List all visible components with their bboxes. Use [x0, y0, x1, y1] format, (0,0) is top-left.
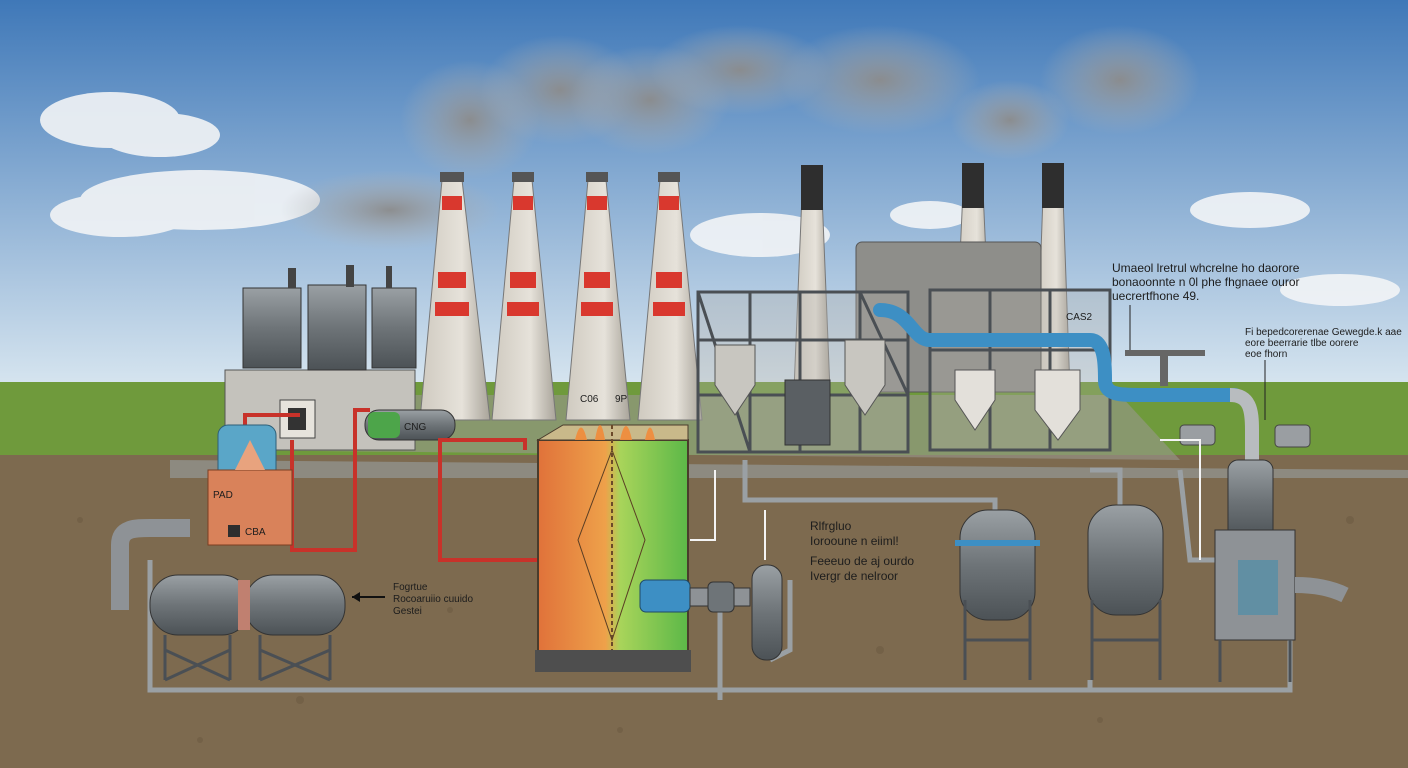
gas-holder-tank: [855, 241, 1042, 393]
digester-reactor: C06 9P: [535, 394, 691, 672]
upgrading-vessels: [955, 459, 1349, 682]
process-vessels: [714, 339, 1081, 446]
annotation-top-right: Umaeol lretrul whcrelne ho daorore bonao…: [1112, 261, 1300, 350]
left-note-line-1: Fogrtue: [393, 582, 428, 593]
center-note-line-3: Feeeuo de aj ourdo: [810, 554, 914, 568]
smoke-plumes: [280, 25, 1200, 250]
stack-tag-9p: 9P: [615, 394, 628, 405]
center-note-line-2: Iorooune n eiiml!: [810, 534, 899, 548]
cooling-stacks: [419, 172, 703, 421]
horizontal-storage-tanks: [111, 519, 385, 682]
gas-compressor: CNG: [279, 399, 456, 441]
connector-lines: [690, 439, 1201, 560]
top-right-note-line-3: uecrertfhone 49.: [1112, 289, 1199, 303]
left-note-line-2: Rocoaruiio cuuido: [393, 594, 473, 605]
annotation-left: Fogrtue Rocoaruiio cuuido Gestei: [393, 582, 473, 617]
center-note-line-4: Ivergr de nelroor: [810, 569, 898, 583]
pipe-tag: CAS2: [1066, 312, 1093, 323]
right-note-line-3: eoe fhorn: [1245, 349, 1287, 360]
blue-gas-pipeline: [873, 303, 1242, 402]
right-note-line-1: Fi bepedcorerenae Gewegde.k aae: [1245, 327, 1402, 338]
stack-tag-c06: C06: [580, 394, 599, 405]
top-right-note-line-1: Umaeol lretrul whcrelne ho daorore: [1112, 261, 1300, 275]
plant-platform: [170, 460, 1408, 478]
feedstock-tank: PAD CBA: [207, 424, 293, 546]
reactor-outlet-valve: [639, 564, 783, 661]
top-right-note-line-2: bonaoonnte n 0l phe fhgnaee ouror: [1112, 275, 1300, 289]
left-note-line-3: Gestei: [393, 606, 422, 617]
right-note-line-2: eore beerrarie tlbe oorere: [1245, 338, 1359, 349]
compressor-tag: CNG: [404, 422, 426, 433]
tank-tag-cba: CBA: [245, 527, 266, 538]
tank-tag-pad: PAD: [213, 490, 233, 501]
center-note-line-1: Rlfrgluo: [810, 519, 852, 533]
clouds: [40, 92, 1400, 306]
flame-vents: [575, 425, 655, 440]
pipe-elbow-grey: [1229, 388, 1259, 470]
annotation-center: Rlfrgluo Iorooune n eiiml! Feeeuo de aj …: [810, 519, 914, 583]
annotation-right: Fi bepedcorerenae Gewegde.k aae eore bee…: [1245, 327, 1402, 420]
